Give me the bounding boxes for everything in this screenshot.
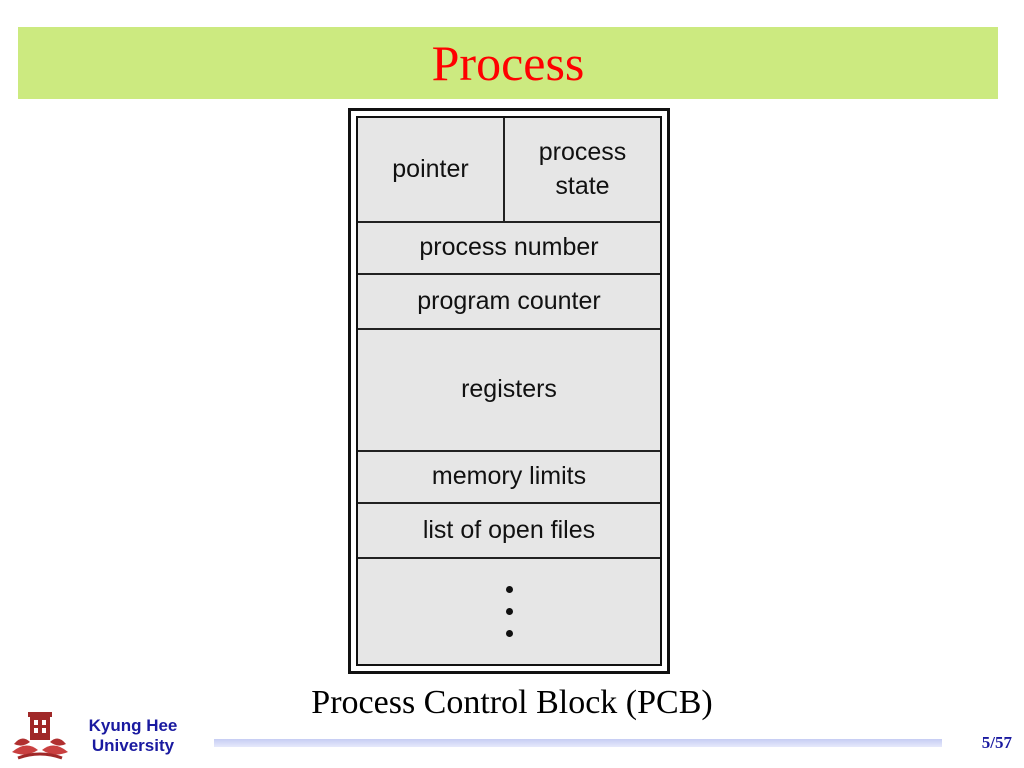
slide-title: Process [431,35,585,91]
pcb-diagram-inner: pointer process state process number pro… [356,116,662,666]
pcb-row-program-counter: program counter [358,275,660,330]
pcb-row-process-number: process number [358,223,660,275]
pcb-cell-pointer: pointer [358,118,505,221]
footer-bar [214,739,942,747]
diagram-caption: Process Control Block (PCB) [311,684,713,721]
pcb-row-registers: registers [358,330,660,452]
pcb-label-registers: registers [461,375,557,404]
pcb-row-memory-limits: memory limits [358,452,660,504]
pcb-label-memory-limits: memory limits [431,462,587,491]
university-crest-icon [12,712,68,760]
university-name-line2: University [91,736,175,756]
pcb-row-open-files: list of open files [358,504,660,559]
pcb-row-pointer-state: pointer process state [358,118,660,223]
pcb-label-pointer: pointer [392,154,469,183]
vertical-ellipsis-icon [505,586,513,637]
pcb-label-program-counter: program counter [417,286,601,315]
university-name-line1: Kyung Hee [88,716,178,735]
pcb-diagram: pointer process state process number pro… [348,108,670,674]
pcb-label-process-state: process state [538,137,627,200]
page-number: 5/57 [981,733,1012,752]
pcb-label-process-number: process number [419,233,599,262]
pcb-label-open-files: list of open files [422,515,596,544]
title-bar: Process [18,27,998,99]
pcb-cell-process-state: process state [505,118,660,221]
pcb-row-ellipsis [358,559,660,664]
university-name: Kyung Hee University [78,716,188,757]
